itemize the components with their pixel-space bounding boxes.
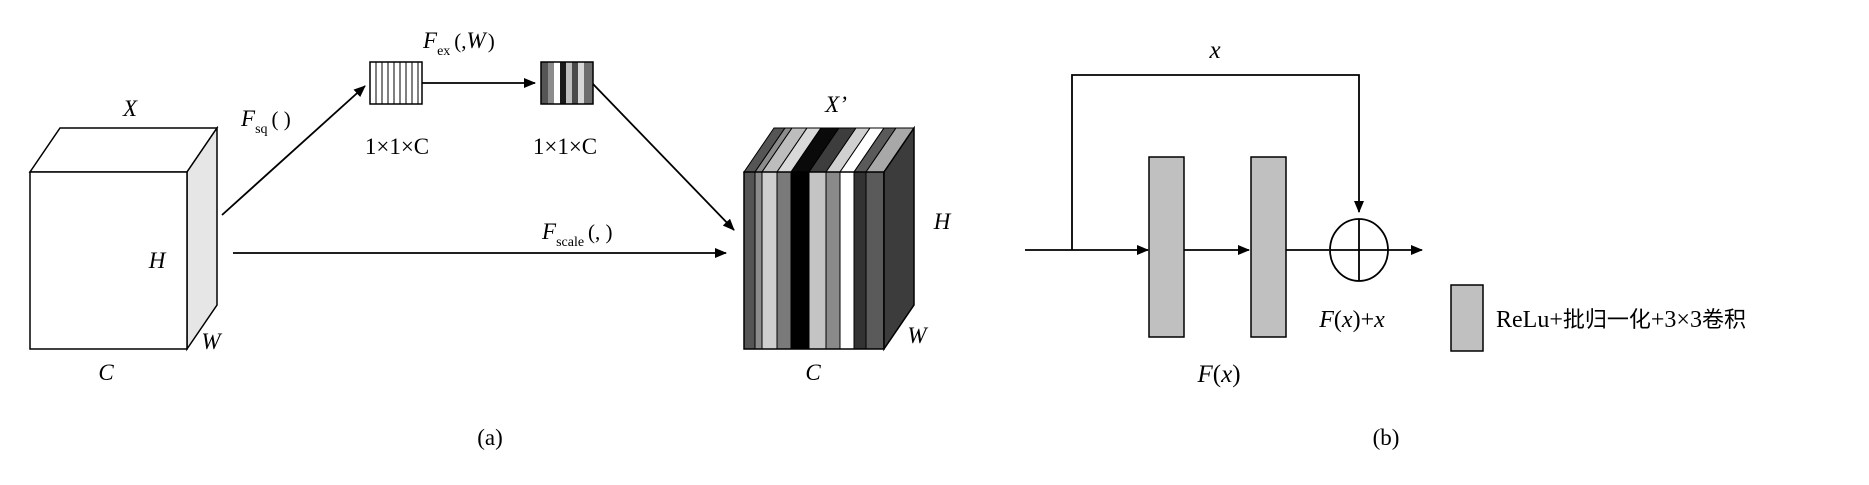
squeeze-label: Fsq( ) bbox=[240, 106, 291, 137]
legend-swatch bbox=[1450, 284, 1484, 352]
squeeze-arrow bbox=[221, 85, 366, 216]
squeeze-shape-label: 1×1×C bbox=[365, 134, 429, 159]
output-feature-cube bbox=[743, 125, 915, 352]
input-label-x: X bbox=[122, 96, 138, 121]
panel-b-caption: (b) bbox=[1373, 425, 1400, 450]
conv-block-2 bbox=[1250, 156, 1287, 338]
output-label-h: H bbox=[933, 209, 952, 234]
excitation-to-output-arrow bbox=[592, 83, 735, 231]
conv-block-1 bbox=[1148, 156, 1185, 338]
output-label-x: X’ bbox=[824, 92, 847, 117]
skip-label: x bbox=[1208, 37, 1220, 64]
output-label-c: C bbox=[805, 360, 821, 385]
panel-a: X H W C Fsq( ) 1×1×C Fex(,W) bbox=[28, 28, 952, 450]
input-label-w: W bbox=[201, 329, 222, 354]
legend-label: ReLu+批归一化+3×3卷积 bbox=[1496, 307, 1746, 333]
sum-node bbox=[1329, 218, 1389, 282]
input-cube-front bbox=[29, 171, 188, 350]
input-feature-cube bbox=[28, 125, 219, 352]
input-label-c: C bbox=[98, 360, 114, 385]
excitation-label: Fex(,W) bbox=[422, 28, 495, 59]
excitation-vector bbox=[540, 61, 594, 105]
sum-label: F(x)+x bbox=[1318, 307, 1385, 333]
output-label-w: W bbox=[907, 323, 928, 348]
panel-b: x F(x)+x F(x) ReLu+批归一化+3×3卷积 (b) bbox=[1025, 37, 1746, 450]
scale-label: Fscale(, ) bbox=[541, 219, 613, 250]
function-label: F(x) bbox=[1196, 361, 1240, 388]
panel-a-caption: (a) bbox=[477, 425, 503, 450]
squeeze-vector bbox=[369, 61, 423, 105]
input-cube-top bbox=[28, 127, 219, 173]
input-label-h: H bbox=[148, 248, 167, 273]
excitation-shape-label: 1×1×C bbox=[533, 134, 597, 159]
skip-connection bbox=[1071, 74, 1364, 250]
